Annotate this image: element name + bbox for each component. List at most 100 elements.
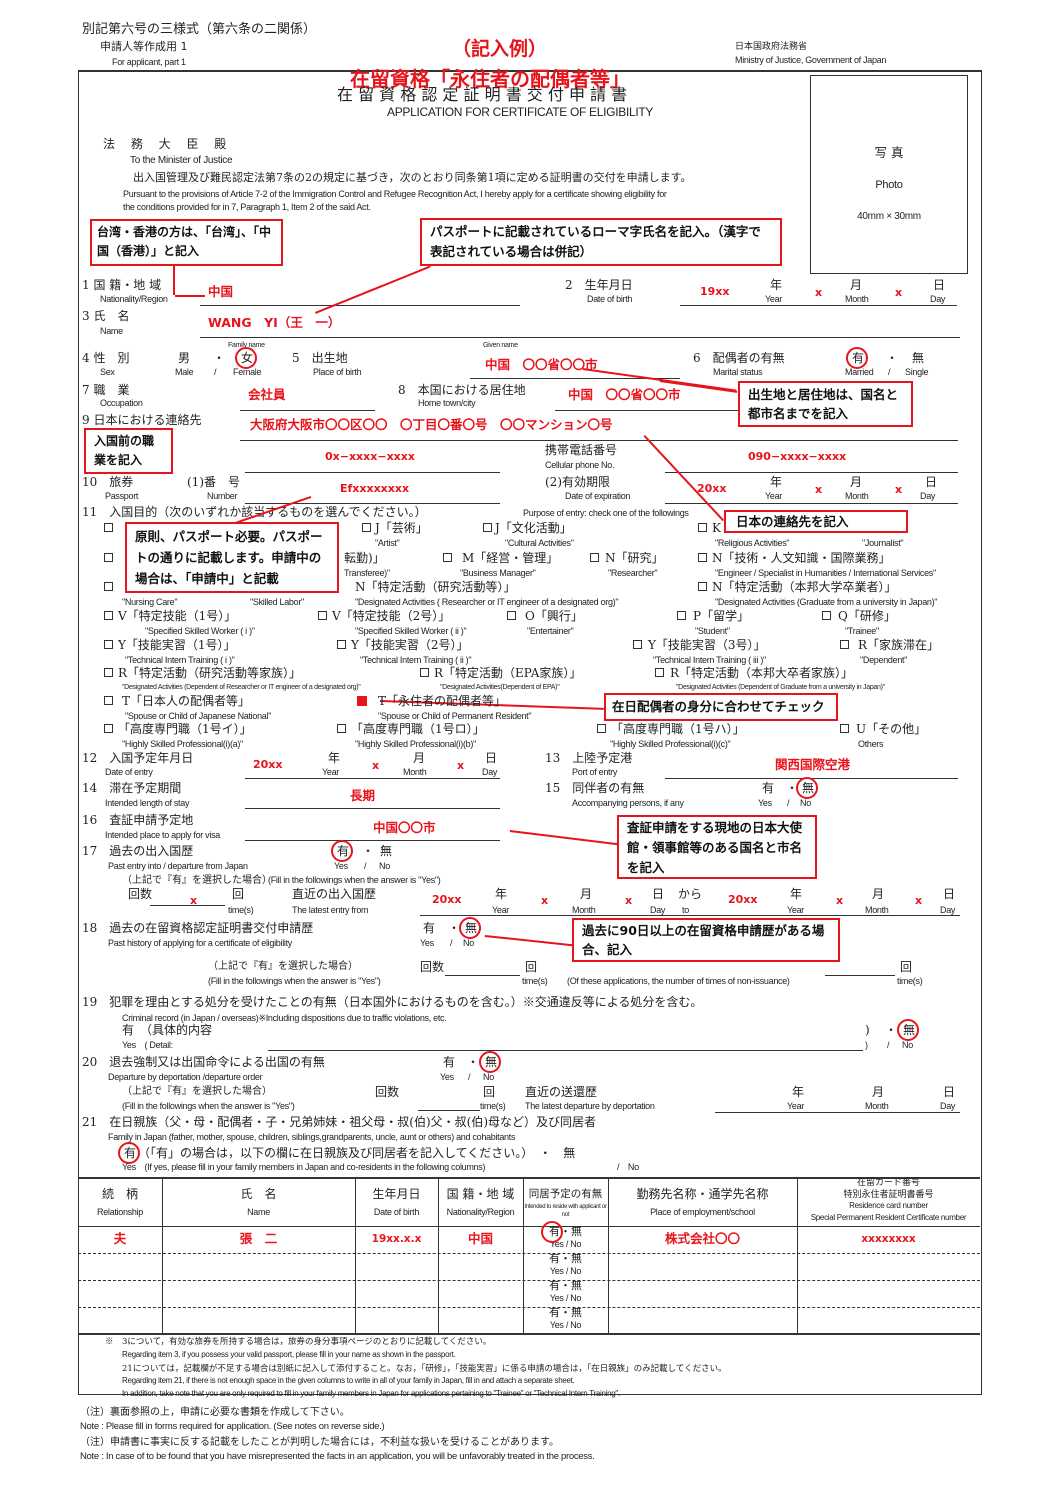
checkbox[interactable] xyxy=(698,582,707,591)
table-cell-nationality[interactable]: 中国 xyxy=(467,1231,493,1246)
checkbox[interactable] xyxy=(590,553,599,562)
table-cell-employer[interactable]: 株式会社〇〇 xyxy=(664,1231,740,1246)
length-of-stay-value[interactable]: 長期 xyxy=(350,788,376,803)
checkbox[interactable] xyxy=(104,582,113,591)
checkbox[interactable] xyxy=(104,523,113,532)
status-of-residence-label: 在留資格「永住者の配偶者等」 xyxy=(350,67,630,91)
criminal-yes-option[interactable]: 有 （具体的内容 xyxy=(122,1023,213,1037)
latest-deportation-label: 直近の送還歴 xyxy=(525,1085,598,1099)
table-cell-dob[interactable]: 19xx.x.x xyxy=(371,1233,422,1245)
criminal-detail-input[interactable] xyxy=(268,1050,863,1051)
entry-day-value[interactable]: x xyxy=(457,759,465,772)
latest-to-year-value[interactable]: 20xx xyxy=(728,893,758,906)
expiration-year-value[interactable]: 20xx xyxy=(697,482,727,495)
f1-label: 1 国 籍・地 域 xyxy=(82,278,162,292)
latest-from-month-value[interactable]: x xyxy=(541,894,549,907)
f17-label-en: Past entry into / departure from Japan xyxy=(108,861,248,871)
checkbox[interactable] xyxy=(104,553,113,562)
checkbox[interactable] xyxy=(655,668,664,677)
checkbox[interactable] xyxy=(104,668,113,677)
purpose-option-label: Y「技能実習（1号）」 xyxy=(118,638,236,652)
sex-male-option[interactable]: 男 xyxy=(178,351,191,365)
reside-option[interactable]: 有・無 xyxy=(549,1252,582,1265)
photo-label-en: Photo xyxy=(875,179,903,191)
expiration-month-value[interactable]: x xyxy=(815,483,823,496)
checkbox[interactable] xyxy=(483,523,492,532)
past-entry-count-value[interactable]: x xyxy=(190,894,198,907)
checkbox[interactable] xyxy=(443,553,452,562)
checkbox[interactable] xyxy=(362,523,371,532)
reside-option[interactable]: 有・無 xyxy=(549,1225,582,1238)
deportation-yes-option[interactable]: 有 xyxy=(443,1055,456,1069)
telephone-value[interactable]: 0x−xxxx−xxxx xyxy=(325,450,415,463)
latest-from-year-value[interactable]: 20xx xyxy=(432,893,462,906)
mobile-value[interactable]: 090−xxxx−xxxx xyxy=(748,450,847,463)
table-cell-card[interactable]: xxxxxxxx xyxy=(861,1233,916,1245)
f14-label: 14 滞在予定期間 xyxy=(82,781,182,795)
form-number: 別記第六号の三様式（第六条の二関係） xyxy=(82,22,317,37)
passport-number-value[interactable]: Efxxxxxxxx xyxy=(340,482,410,495)
birth-month-value[interactable]: x xyxy=(815,286,823,299)
latest-from-day-value[interactable]: x xyxy=(625,894,633,907)
table-cell-relationship[interactable]: 夫 xyxy=(113,1231,127,1246)
table-column-divider xyxy=(608,1178,609,1335)
reside-option[interactable]: 有・無 xyxy=(549,1279,582,1292)
name-value[interactable]: WANG YI（王 一） xyxy=(208,315,341,330)
entry-year-value[interactable]: 20xx xyxy=(253,758,283,771)
reside-option[interactable]: 有・無 xyxy=(549,1306,582,1319)
port-of-entry-value[interactable]: 関西国際空港 xyxy=(775,757,851,772)
checkbox[interactable] xyxy=(104,696,113,705)
input-line xyxy=(245,472,500,473)
purpose-option-label: R「特定活動（研究活動等家族）」 xyxy=(118,666,302,680)
nationality-value[interactable]: 中国 xyxy=(208,284,234,299)
hometown-value[interactable]: 中国 〇〇省〇〇市 xyxy=(568,387,681,402)
visa-place-value[interactable]: 中国〇〇市 xyxy=(373,820,436,835)
selected-circle-mark xyxy=(331,840,353,862)
purpose-option-label-en: "Technical Intern Training ( i )" xyxy=(125,655,235,665)
latest-to-month-value[interactable]: x xyxy=(836,894,844,907)
latest-to-day-value[interactable]: x xyxy=(915,894,923,907)
occupation-value[interactable]: 会社員 xyxy=(248,387,286,402)
checkbox[interactable] xyxy=(840,724,849,733)
checkbox[interactable] xyxy=(337,724,346,733)
past-entry-no-option[interactable]: 無 xyxy=(380,844,393,858)
unit-en: Year xyxy=(787,1101,804,1111)
unit-en: Month xyxy=(865,1101,889,1111)
birthplace-value[interactable]: 中国 〇〇省〇〇市 xyxy=(485,357,598,372)
entry-month-value[interactable]: x xyxy=(372,759,380,772)
checkbox[interactable] xyxy=(597,724,606,733)
checkbox[interactable] xyxy=(677,611,686,620)
single-option[interactable]: 無 xyxy=(912,351,925,365)
f21-label: 21 在日親族（父・母・配偶者・子・兄弟姉妹・祖父母・叔(伯)父・叔(伯)母など… xyxy=(82,1115,596,1129)
f20-label: 20 退去強制又は出国命令による出国の有無 xyxy=(82,1055,325,1069)
f10-label-en: Passport xyxy=(105,491,139,501)
birth-day-value[interactable]: x xyxy=(895,286,903,299)
unit-en: Month xyxy=(865,905,889,915)
table-header: 氏 名 xyxy=(240,1187,277,1201)
purpose-option-label: T「日本人の配偶者等」 xyxy=(122,694,251,708)
checkbox-checked[interactable] xyxy=(357,696,367,706)
japan-address-value[interactable]: 大阪府大阪市〇〇区〇〇 〇丁目〇番〇号 〇〇マンション〇号 xyxy=(250,417,613,432)
criminal-yes-en: Yes ( Detail: xyxy=(122,1040,173,1050)
birth-year-value[interactable]: 19xx xyxy=(700,285,730,298)
checkbox[interactable] xyxy=(633,640,642,649)
past-application-yes-option[interactable]: 有 xyxy=(423,921,436,935)
unit: 年 xyxy=(770,278,783,292)
table-cell-name[interactable]: 張 二 xyxy=(239,1231,278,1246)
checkbox[interactable] xyxy=(822,611,831,620)
checkbox[interactable] xyxy=(698,553,707,562)
checkbox[interactable] xyxy=(698,523,707,532)
checkbox[interactable] xyxy=(104,640,113,649)
checkbox[interactable] xyxy=(420,668,429,677)
accompanying-yes-option[interactable]: 有 xyxy=(762,781,775,795)
table-column-divider xyxy=(438,1178,439,1335)
checkbox[interactable] xyxy=(337,640,346,649)
checkbox[interactable] xyxy=(104,611,113,620)
table-header-en: Intended to reside with applicant or not xyxy=(524,1204,607,1218)
selected-circle-mark xyxy=(479,1051,501,1073)
checkbox[interactable] xyxy=(840,640,849,649)
checkbox[interactable] xyxy=(318,611,327,620)
checkbox[interactable] xyxy=(104,724,113,733)
checkbox[interactable] xyxy=(507,611,516,620)
expiration-day-value[interactable]: x xyxy=(895,483,903,496)
